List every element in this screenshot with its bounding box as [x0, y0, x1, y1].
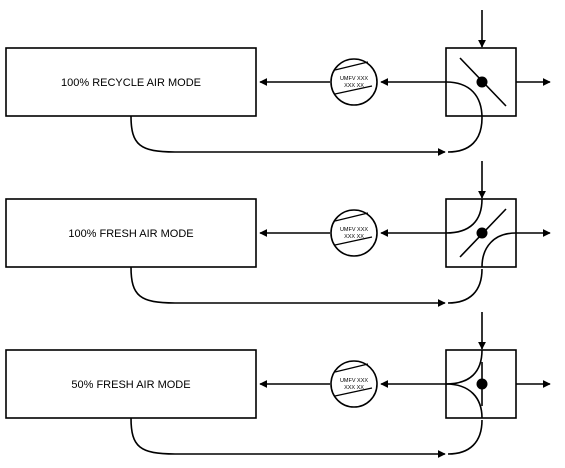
mode-box [5, 349, 257, 419]
fan-label-line1: UMFV XXX [340, 76, 368, 82]
return-air-path [130, 417, 446, 458]
mode-label: 100% RECYCLE AIR MODE [61, 77, 201, 89]
mode-panel-half: 50% FRESH AIR MODE UMFV XXX XXX XX [5, 312, 551, 458]
mode-box [5, 47, 257, 117]
return-air-path [130, 266, 446, 307]
fan-icon: UMFV XXX XXX XX [330, 209, 378, 257]
fan-label-line1: UMFV XXX [340, 378, 368, 384]
mode-panel-fresh: 100% FRESH AIR MODE UMFV XXX XXX XX [5, 161, 551, 307]
damper-icon-recycle [445, 47, 517, 119]
fan-icon: UMFV XXX XXX XX [330, 58, 378, 106]
fan-label-line2: XXX XX [344, 83, 364, 89]
return-air-curve [447, 117, 483, 153]
fan-label-line2: XXX XX [344, 385, 364, 391]
return-air-path [130, 115, 446, 156]
mode-panel-recycle: 100% RECYCLE AIR MODE UMFV XXX XXX XX [5, 10, 551, 156]
fan-label-line1: UMFV XXX [340, 227, 368, 233]
return-air-curve [447, 268, 483, 304]
fan-icon: UMFV XXX XXX XX [330, 360, 378, 408]
damper-icon-fresh [445, 198, 517, 268]
mode-box [5, 198, 257, 268]
damper-icon-half [445, 349, 517, 419]
fan-label-line2: XXX XX [344, 234, 364, 240]
mode-label: 50% FRESH AIR MODE [71, 379, 190, 391]
mode-label: 100% FRESH AIR MODE [68, 228, 193, 240]
return-air-curve [447, 419, 483, 455]
